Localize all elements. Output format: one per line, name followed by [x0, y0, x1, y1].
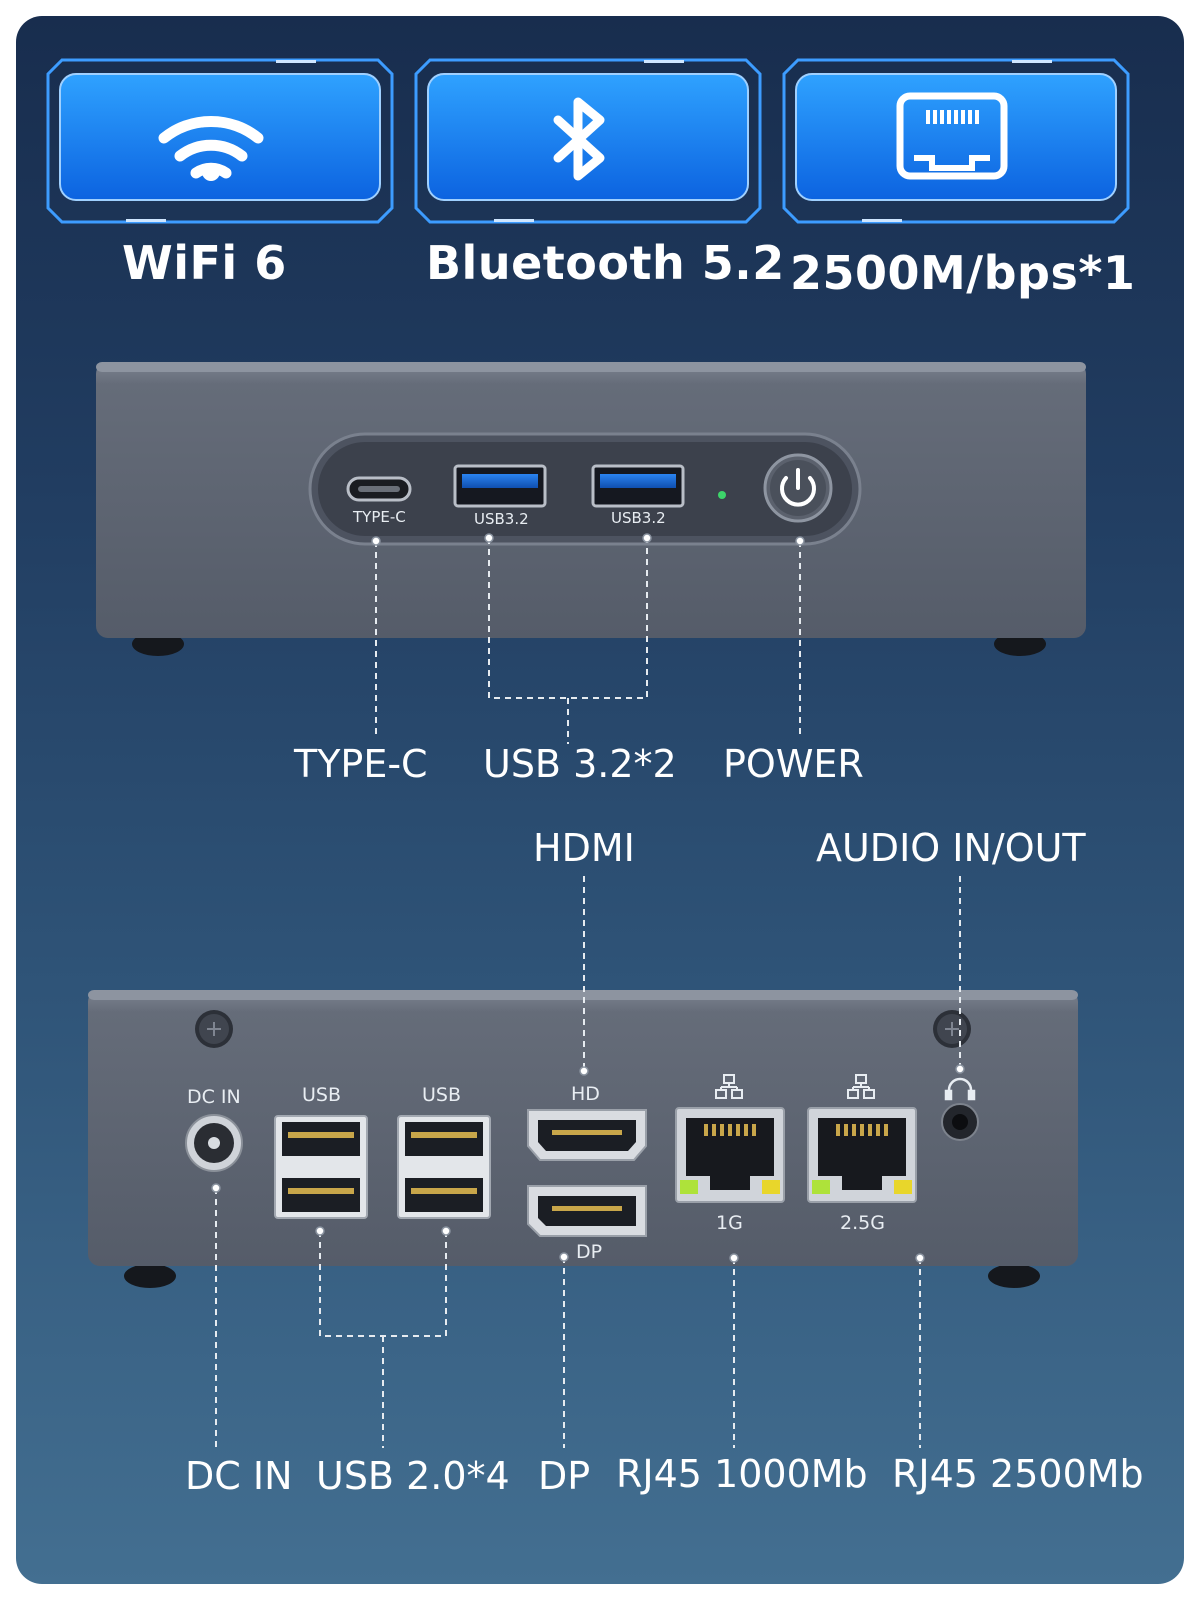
wifi-icon: [158, 116, 264, 181]
callout-audio: AUDIO IN/OUT: [816, 826, 1086, 870]
front-usb-port-2: [591, 464, 685, 508]
rear-callout-lines: [215, 876, 961, 1448]
rear-port-label-dc-in: DC IN: [187, 1086, 241, 1108]
feature-label-bluetooth: Bluetooth 5.2: [426, 236, 785, 290]
rj45-port-1g: [675, 1107, 785, 1203]
front-callout-lines: [375, 538, 801, 744]
front-type-c-port: [346, 476, 412, 502]
front-port-label-usb-1: USB3.2: [474, 510, 529, 528]
front-callout-dots: [371, 533, 805, 546]
rear-port-label-1g: 1G: [716, 1212, 743, 1234]
callout-usb-3-2: USB 3.2*2: [483, 742, 677, 786]
screw-left-icon: [195, 1010, 233, 1048]
rear-port-label-2-5g: 2.5G: [840, 1212, 885, 1234]
feature-badge-wifi: [46, 58, 394, 224]
power-button: [763, 453, 833, 523]
rear-port-label-hdmi: HD: [571, 1083, 600, 1105]
hdmi-port: [527, 1109, 647, 1161]
bluetooth-icon: [553, 97, 605, 181]
ethernet-port-icon: [896, 92, 1008, 180]
feature-badge-ethernet: [782, 58, 1130, 224]
callout-type-c: TYPE-C: [294, 742, 428, 786]
headphone-icon: [944, 1077, 976, 1101]
callout-dp: DP: [538, 1454, 591, 1498]
callout-power: POWER: [723, 742, 864, 786]
front-usb-port-1: [453, 464, 547, 508]
network-icon-1g: [715, 1074, 743, 1099]
audio-jack: [941, 1103, 979, 1141]
feature-badge-bluetooth: [414, 58, 762, 224]
badge-frame: [782, 58, 1130, 224]
callout-usb-2-0: USB 2.0*4: [316, 1454, 510, 1498]
feature-label-ethernet: 2500M/bps*1: [790, 246, 1136, 300]
front-device: [96, 362, 1086, 656]
network-icon-2-5g: [847, 1074, 875, 1099]
callout-hdmi: HDMI: [533, 826, 635, 870]
screw-right-icon: [933, 1010, 971, 1048]
callout-rj45-2500: RJ45 2500Mb: [892, 1452, 1144, 1496]
callout-dc-in: DC IN: [185, 1454, 293, 1498]
front-port-label-type-c: TYPE-C: [353, 508, 406, 526]
background-panel: [16, 16, 1184, 1584]
dc-in-jack: [185, 1114, 243, 1172]
badge-frame: [414, 58, 762, 224]
rj45-port-2-5g: [807, 1107, 917, 1203]
rear-port-label-usb-1: USB: [302, 1084, 342, 1106]
feature-label-wifi: WiFi 6: [122, 236, 287, 290]
rear-callout-dots: [211, 1064, 965, 1263]
rear-usb-stack-2: [397, 1115, 491, 1219]
badge-frame: [46, 58, 394, 224]
rear-port-label-usb-2: USB: [422, 1084, 462, 1106]
callout-rj45-1000: RJ45 1000Mb: [616, 1452, 868, 1496]
front-port-label-usb-2: USB3.2: [611, 509, 666, 527]
power-led: [718, 491, 726, 499]
rear-usb-stack-1: [274, 1115, 368, 1219]
rear-port-label-dp: DP: [576, 1241, 603, 1263]
displayport-port: [527, 1185, 647, 1237]
